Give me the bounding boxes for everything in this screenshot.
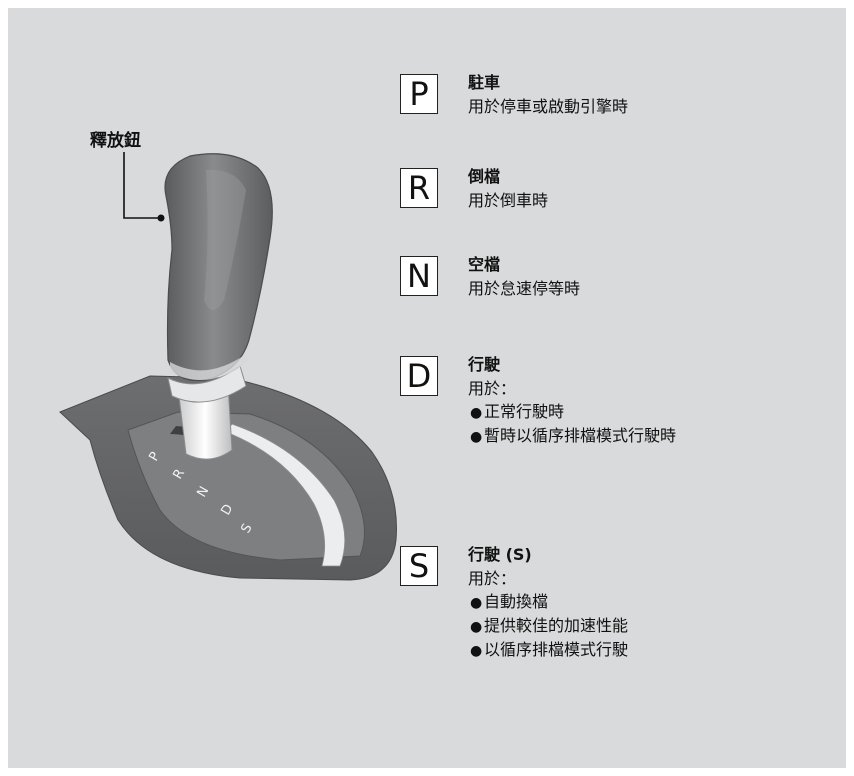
knob-lower-trim (170, 354, 248, 380)
gear-title: 空檔 (468, 255, 501, 274)
shifter-collar (167, 365, 247, 403)
release-button-marker (157, 214, 165, 222)
gear-bullet: ●自動換檔 (470, 590, 628, 614)
gear-description: 用於： (468, 379, 517, 398)
gear-letter-box: D (400, 356, 438, 396)
knob-highlight (204, 169, 246, 310)
gear-bullets: ●自動換檔 ●提供較佳的加速性能 ●以循序排檔模式行駛 (470, 590, 628, 662)
gear-letter-box: P (400, 74, 438, 114)
gear-bullets: ●正常行駛時 ●暫時以循序排檔模式行駛時 (470, 400, 676, 448)
gear-bullet: ●提供較佳的加速性能 (470, 614, 628, 638)
gear-description: 用於倒車時 (468, 191, 549, 210)
shifter-shaft (177, 383, 233, 460)
gear-title: 行駛 (468, 355, 501, 374)
gear-bullet: ●以循序排檔模式行駛 (470, 638, 628, 662)
bullet-dot-icon: ● (470, 619, 483, 635)
bullet-dot-icon: ● (470, 429, 483, 445)
gear-title: 駐車 (468, 73, 501, 92)
chrome-trim (225, 423, 346, 567)
gear-letter-box: N (400, 256, 438, 296)
bullet-dot-icon: ● (470, 643, 483, 659)
shifter-knob (164, 153, 273, 382)
bullet-dot-icon: ● (470, 595, 483, 611)
gear-description: 用於怠速停等時 (468, 279, 581, 298)
gear-title: 行駛 (S) (468, 545, 532, 564)
gear-title: 倒檔 (468, 167, 501, 186)
gear-description: 用於： (468, 569, 517, 588)
gear-description: 用於停車或啟動引擎時 (468, 97, 629, 116)
gear-bullet: ●正常行駛時 (470, 400, 676, 424)
bullet-dot-icon: ● (470, 405, 483, 421)
gear-bullet: ●暫時以循序排檔模式行駛時 (470, 424, 676, 448)
gear-letter-box: R (400, 168, 438, 208)
release-button-label: 釋放鈕 (90, 131, 141, 151)
gear-letter-box: S (400, 546, 438, 586)
release-button-leader (123, 152, 160, 219)
